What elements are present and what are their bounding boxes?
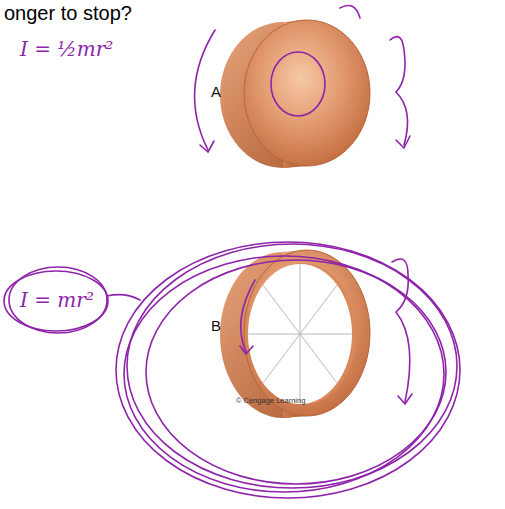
handwritten-marks [4, 6, 460, 498]
handwritten-formula: I = mr² [20, 289, 94, 311]
spokes [248, 264, 352, 404]
part-letter: B [211, 318, 221, 335]
part-letter: A [211, 84, 221, 101]
slide-heading: onger to stop? [4, 2, 132, 24]
handwritten-formula: I = ½mr² [20, 38, 113, 60]
hoop-ring [220, 250, 370, 418]
solid-disk [220, 20, 370, 168]
copyright-note: © Cengage Learning [236, 397, 305, 405]
